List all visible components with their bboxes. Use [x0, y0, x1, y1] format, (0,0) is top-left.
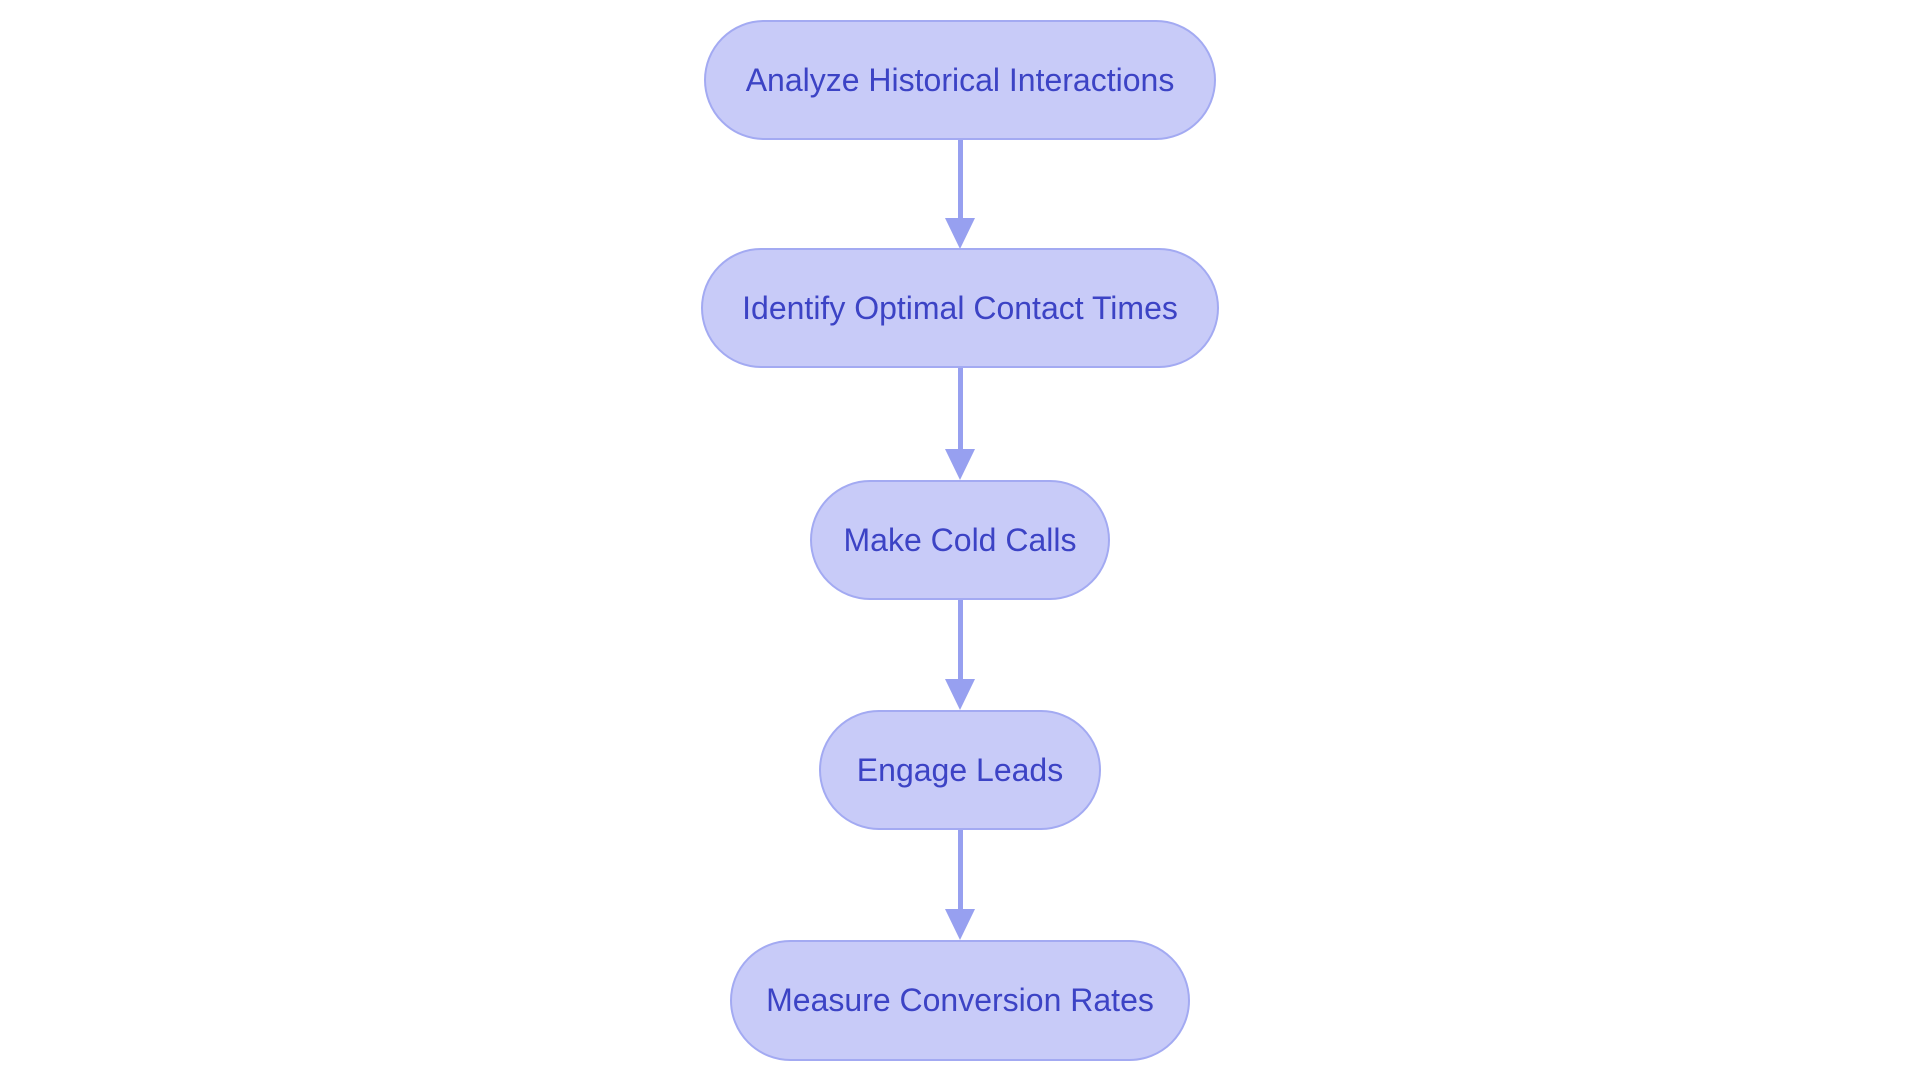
flow-node-analyze-historical-interactions: Analyze Historical Interactions [704, 20, 1216, 140]
node-label: Engage Leads [856, 751, 1064, 788]
arrow-down-icon [945, 449, 975, 480]
arrow-line [958, 140, 963, 218]
flow-node-make-cold-calls: Make Cold Calls [810, 480, 1110, 600]
node-label: Make Cold Calls [843, 521, 1077, 558]
arrow-line [958, 368, 963, 449]
arrow-down-icon [945, 909, 975, 940]
flow-node-identify-optimal-contact-times: Identify Optimal Contact Times [701, 248, 1219, 368]
flow-node-measure-conversion-rates: Measure Conversion Rates [730, 940, 1190, 1061]
node-label: Identify Optimal Contact Times [742, 289, 1178, 326]
flow-node-engage-leads: Engage Leads [819, 710, 1101, 830]
arrow-down-icon [945, 679, 975, 710]
arrow-line [958, 830, 963, 909]
node-label: Analyze Historical Interactions [745, 61, 1175, 98]
arrow-line [958, 600, 963, 679]
arrow-down-icon [945, 218, 975, 249]
node-label: Measure Conversion Rates [766, 982, 1154, 1019]
